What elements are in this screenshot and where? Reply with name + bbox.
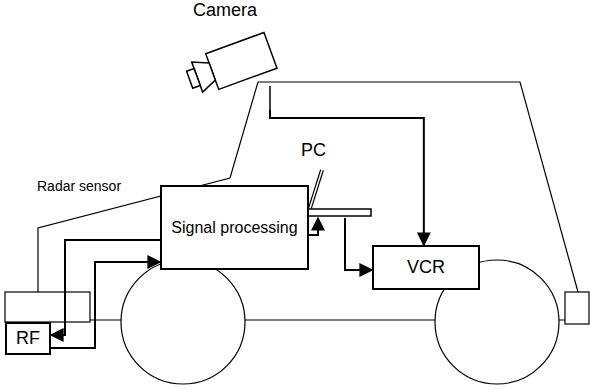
pc-screen-inner (310, 170, 322, 208)
front-wheel (121, 260, 245, 384)
camera-cable (269, 86, 271, 110)
camera-group (183, 32, 277, 97)
signal-arrow (51, 262, 160, 348)
camera-body (206, 32, 277, 89)
process-box: Signal processing (160, 185, 309, 270)
signal-arrow (51, 240, 160, 335)
pc-base (307, 209, 371, 216)
radar-housing (5, 292, 90, 322)
rf-box: RF (5, 322, 51, 355)
rear-bumper (565, 292, 589, 324)
camera-icon: Camera (170, 0, 280, 110)
device-box: VCR (372, 245, 480, 290)
box-label: Signal processing (165, 218, 303, 237)
signal-arrow (309, 218, 318, 235)
box-label: RF (10, 328, 46, 350)
camera-lens-cap (187, 69, 201, 89)
pc-screen (310, 170, 322, 208)
signal-arrow (345, 218, 372, 270)
box-label: VCR (401, 257, 451, 279)
icon-label: PC (295, 140, 375, 162)
icon-label: Camera (170, 0, 280, 22)
part-label: Radar sensor (35, 178, 123, 194)
